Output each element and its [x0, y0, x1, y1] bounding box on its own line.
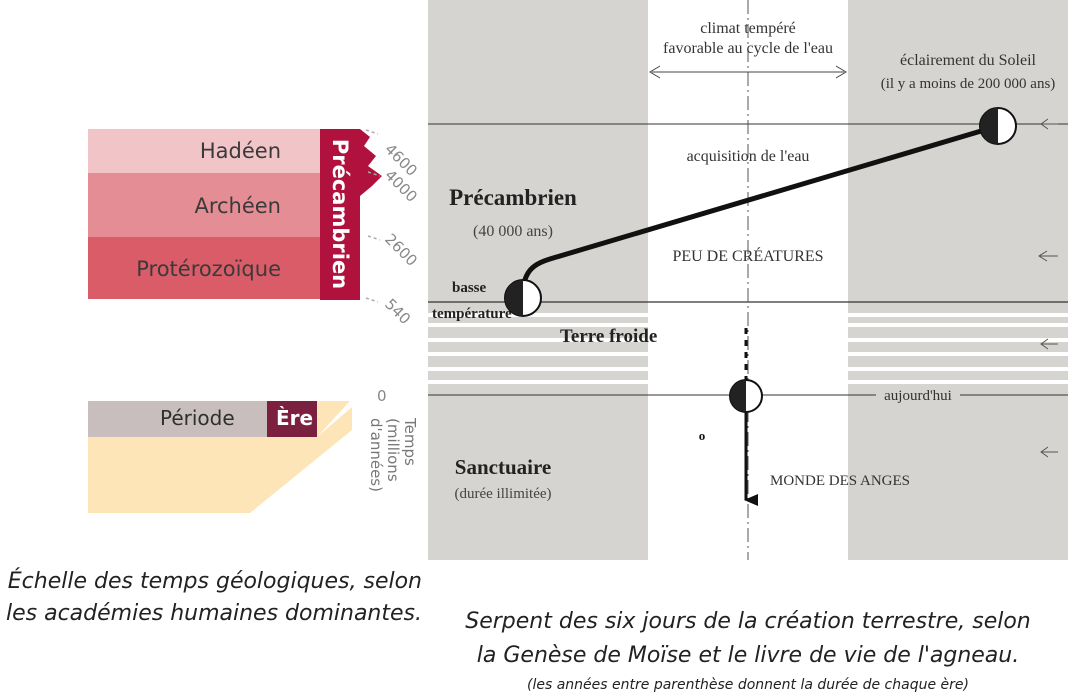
climate-label-2: favorable au cycle de l'eau	[663, 40, 833, 57]
svg-text:Serpent des six jours de la cr: Serpent des six jours de la création ter…	[465, 609, 1031, 634]
svg-text:Temps: Temps	[401, 417, 419, 466]
edge-arrows	[1038, 118, 1058, 458]
proterozoique-label: Protérozoïque	[136, 257, 281, 281]
today-circle	[729, 379, 763, 413]
left-gray-panel	[428, 0, 648, 560]
period-band	[88, 401, 267, 437]
svg-text:Échelle des temps géologiques,: Échelle des temps géologiques, selon	[8, 568, 422, 594]
proterozoique-band	[88, 237, 320, 299]
tick-marks	[365, 129, 381, 303]
precambrien-title: Précambrien	[449, 185, 577, 210]
start-circle	[504, 279, 542, 317]
sanctuaire-duration: (durée illimitée)	[454, 486, 551, 502]
sun-label-2: (il y a moins de 200 000 ans)	[881, 76, 1056, 92]
precambrien-eon-label: Précambrien	[328, 139, 352, 289]
tick-0: 0	[377, 387, 387, 405]
left-caption: Échelle des temps géologiques, selon les…	[6, 568, 422, 626]
svg-text:la Genèse de Moïse et le livre: la Genèse de Moïse et le livre de vie de…	[477, 643, 1019, 668]
archeen-band	[88, 173, 320, 237]
tick-2600: 2600	[381, 230, 421, 270]
precambrien-eon-bar	[320, 129, 360, 300]
ere-band	[267, 401, 317, 437]
svg-text:(millions: (millions	[384, 418, 402, 482]
sanctuaire-title: Sanctuaire	[455, 455, 551, 479]
cream-shape	[88, 407, 352, 513]
hadeen-label: Hadéen	[200, 139, 281, 163]
precambrien-duration: (40 000 ans)	[473, 223, 553, 240]
svg-text:d'années): d'années)	[367, 418, 385, 492]
terre-froide-label: Terre froide	[560, 326, 657, 347]
basse-label-1: basse	[452, 280, 487, 296]
acquisition-label: acquisition de l'eau	[687, 148, 810, 165]
serpent-diagram: climat tempéré favorable au cycle de l'e…	[428, 0, 1068, 560]
climate-label-1: climat tempéré	[700, 20, 796, 37]
cold-earth-stripes	[428, 313, 1068, 384]
hadeen-band	[88, 129, 320, 173]
archeen-label: Archéen	[194, 194, 281, 218]
ere-label: Ère	[276, 406, 313, 430]
time-axis-label: Temps (millions d'années)	[367, 417, 419, 492]
geological-scale: Hadéen Archéen Protérozoïque Précambrien…	[88, 129, 421, 513]
svg-text:(les années entre parenthèse d: (les années entre parenthèse donnent la …	[527, 677, 969, 693]
aujourdhui-label: aujourd'hui	[884, 388, 952, 404]
sun-label-1: éclairement du Soleil	[900, 52, 1037, 69]
small-o-mark: o	[699, 428, 706, 443]
svg-text:les académies humaines dominan: les académies humaines dominantes.	[6, 601, 422, 626]
period-label: Période	[160, 406, 235, 430]
right-caption: Serpent des six jours de la création ter…	[465, 609, 1031, 693]
basse-label-2: température	[432, 306, 512, 322]
sun-circle	[979, 107, 1017, 145]
tick-540: 540	[381, 295, 414, 328]
peu-label: PEU DE CRÉATURES	[672, 246, 823, 265]
zigzag-edge	[360, 129, 382, 196]
anges-label: MONDE DES ANGES	[770, 473, 910, 489]
right-gray-panel	[848, 0, 1068, 560]
